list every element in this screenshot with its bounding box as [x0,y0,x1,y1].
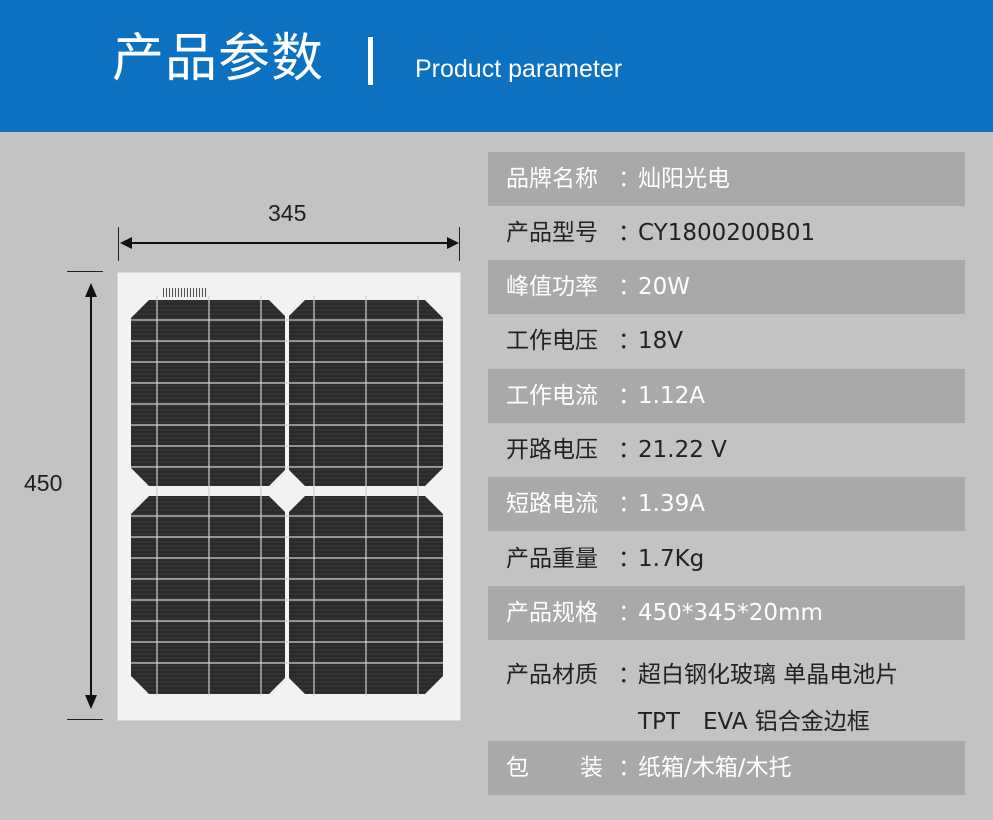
param-colon: ： [618,546,641,572]
barcode-sticker [163,288,208,297]
param-row-weight: 产品重量 ： 1.7Kg [488,532,965,586]
param-value: 1.39A [638,491,705,517]
param-value: CY1800200B01 [638,220,816,246]
param-value-line-2: TPT EVA 铝合金边框 [638,709,870,735]
param-row-material: 产品材质 ： 超白钢化玻璃 单晶电池片 TPT EVA 铝合金边框 [488,648,965,756]
param-colon: ： [618,600,641,626]
param-key: 短路电流 [506,491,598,517]
param-value: 21.22 V [638,437,727,463]
param-colon: ： [618,755,641,781]
height-dimension-label: 450 [24,470,63,496]
height-dimension-top-tick [67,271,103,272]
param-row-size: 产品规格 ： 450*345*20mm [488,586,965,640]
solar-cell-top-right [287,300,443,486]
param-colon: ： [618,437,641,463]
param-value: 20W [638,274,691,300]
param-value: 1.7Kg [638,546,705,572]
param-colon: ： [618,220,641,246]
param-row-short-circuit-current: 短路电流 ： 1.39A [488,477,965,531]
param-row-packaging: 包 装 ： 纸箱/木箱/木托 [488,741,965,795]
height-dimension-arrow [85,283,97,709]
param-key-part-1: 包 [506,755,529,781]
param-value: 灿阳光电 [638,166,730,192]
param-value: 纸箱/木箱/木托 [638,755,792,781]
param-colon: ： [618,491,641,517]
title-divider [368,37,373,85]
param-key: 开路电压 [506,437,598,463]
height-dimension-bottom-tick [67,719,103,720]
param-key: 产品规格 [506,600,598,626]
param-key: 工作电压 [506,328,598,354]
param-colon: ： [618,662,641,688]
param-key: 产品型号 [506,220,598,246]
param-colon: ： [618,383,641,409]
header-banner: 产品参数 Product parameter [0,0,993,132]
param-value: 450*345*20mm [638,600,823,626]
width-dimension-arrow [120,237,459,249]
param-key: 工作电流 [506,383,598,409]
width-dimension-label: 345 [268,200,307,226]
param-colon: ： [618,328,641,354]
param-colon: ： [618,274,641,300]
param-key: 产品重量 [506,546,598,572]
param-colon: ： [618,166,641,192]
param-value: 超白钢化玻璃 单晶电池片 [638,662,899,688]
param-row-open-circuit-voltage: 开路电压 ： 21.22 V [488,423,965,477]
param-row-working-voltage: 工作电压 ： 18V [488,314,965,368]
param-key: 产品材质 [506,662,598,688]
param-key-part-2: 装 [580,755,603,781]
page-subtitle: Product parameter [415,55,623,83]
width-dimension-left-tick [118,227,119,261]
page-title: 产品参数 [112,29,325,89]
param-key: 峰值功率 [506,274,598,300]
param-row-peak-power: 峰值功率 ： 20W [488,260,965,314]
solar-panel-image [129,296,447,696]
param-value: 18V [638,328,684,354]
param-value: 1.12A [638,383,705,409]
solar-cell-bottom-right [287,496,443,694]
param-row-working-current: 工作电流 ： 1.12A [488,369,965,423]
param-row-brand: 品牌名称 ： 灿阳光电 [488,152,965,206]
param-row-model: 产品型号 ： CY1800200B01 [488,206,965,260]
width-dimension-right-tick [459,227,460,261]
param-key: 品牌名称 [506,166,598,192]
